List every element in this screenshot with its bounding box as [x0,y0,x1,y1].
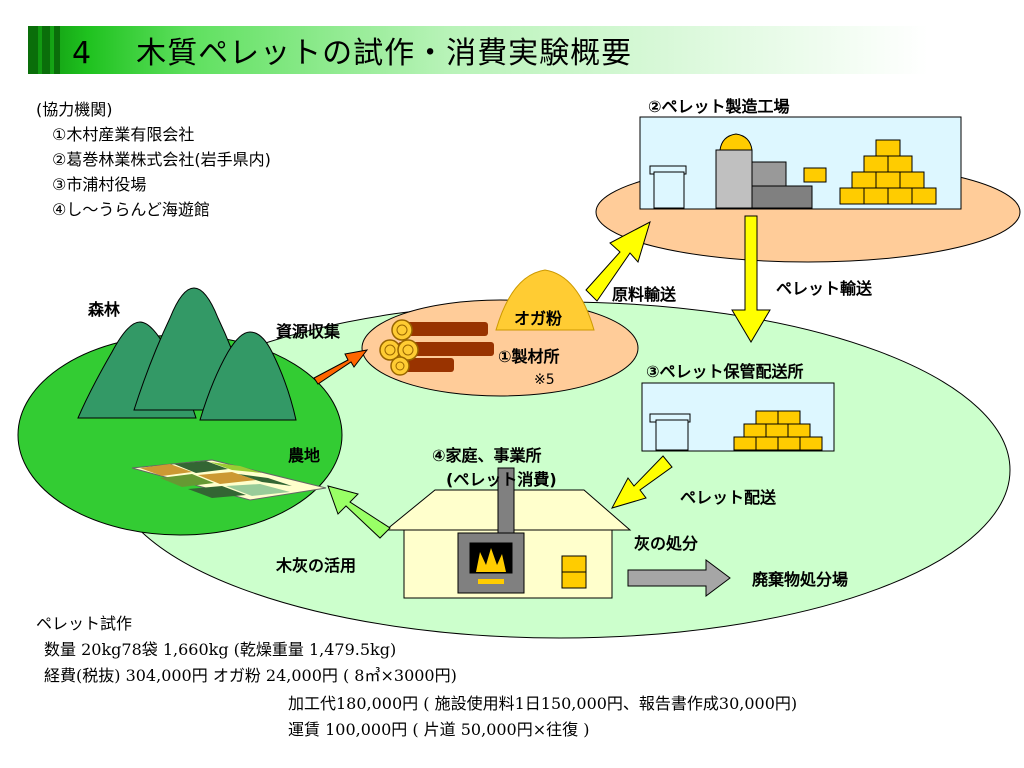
raw-transport-label: 原料輸送 [612,285,677,304]
pellet-transport-arrow [731,215,771,343]
storage-label: ③ペレット保管配送所 [646,362,804,381]
pellet-delivery-arrow [610,455,673,509]
home-sublabel: (ペレット消費) [446,470,557,489]
logs-icon [379,319,494,376]
pellet-bags-factory-icon [839,139,937,205]
pellet-transport-label: ペレット輸送 [776,279,873,298]
partner-item: ①木村産業有限会社 [52,125,195,144]
title-label: 木質ペレットの試作・消費実験概要 [136,36,633,71]
summary-cost: 経費(税抜) 304,000円 オガ粉 24,000円 ( 8㎥×3000円) [44,666,457,685]
sawdust-label: オガ粉 [514,309,563,328]
summary-freight: 運賃 100,000円 ( 片道 50,000円×往復 ) [288,720,590,739]
factory-label: ②ペレット製造工場 [648,97,790,116]
pellet-bags-storage-icon [733,410,823,451]
factory-machine-icon [649,133,827,209]
resource-collection-arrow [313,349,369,385]
forest-label: 森林 [88,300,121,319]
mountain-icon [77,287,297,421]
summary-quantity: 数量 20kg78袋 1,660kg (乾燥重量 1,479.5kg) [44,640,397,659]
ash-use-label: 木灰の活用 [276,556,357,575]
title-number: 4 [72,36,93,71]
ash-disposal-arrow [627,559,731,597]
summary-heading: ペレット試作 [36,614,133,633]
home-label: ④家庭、事業所 [432,446,542,465]
pellet-delivery-label: ペレット配送 [680,488,777,507]
house-icon [384,467,632,599]
storage-shed-icon [649,413,691,451]
landfill-label: 廃棄物処分場 [752,570,849,589]
ash-disposal-label: 灰の処分 [634,534,699,553]
sawdust-pile-icon [495,269,595,331]
note-label: ※5 [534,372,555,388]
farmland-icon [131,459,327,501]
resource-collection-label: 資源収集 [276,322,341,341]
partner-item: ③市浦村役場 [52,175,147,194]
partner-item: ④し〜うらんど海遊館 [52,200,210,219]
partners-heading: (協力機関) [36,100,113,119]
partner-item: ②葛巻林業株式会社(岩手県内) [52,150,271,169]
raw-transport-arrow [585,221,651,302]
page-title: 4 木質ペレットの試作・消費実験概要 [72,28,632,72]
farmland-label: 農地 [288,446,321,465]
summary-processing: 加工代180,000円 ( 施設使用料1日150,000円、報告書作成30,00… [288,694,798,713]
ash-use-arrow [327,485,391,539]
sawmill-label: ①製材所 [498,347,560,366]
title-bar [28,26,1016,74]
